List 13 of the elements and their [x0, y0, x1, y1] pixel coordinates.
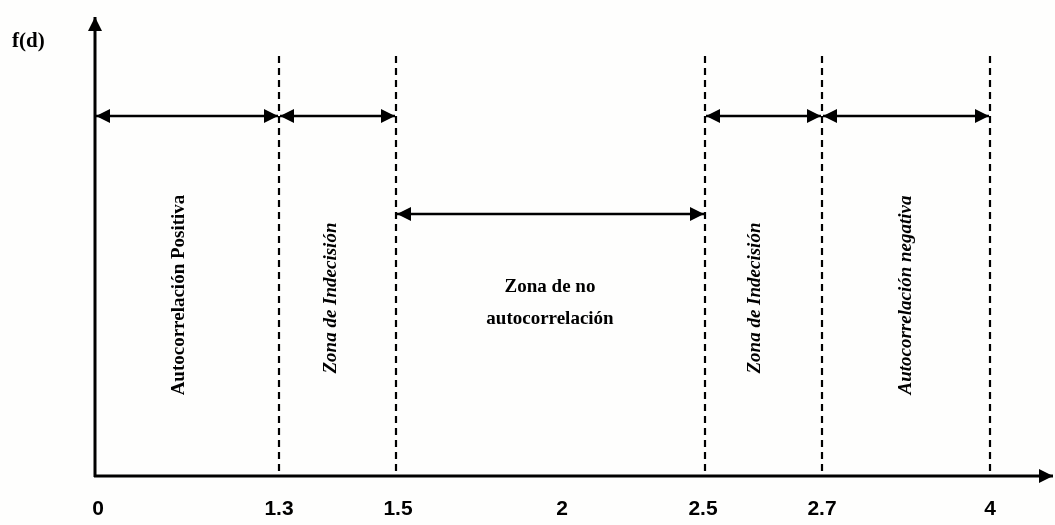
- axis-label: f(d): [12, 28, 45, 53]
- tick-label: 4: [984, 496, 996, 520]
- tick-label: 2: [556, 496, 568, 520]
- tick-label: 2.7: [807, 496, 837, 520]
- tick-label: 1.5: [383, 496, 413, 520]
- zone-label: Zona de Indecisión: [742, 221, 765, 376]
- zone-label: Autocorrelación negativa: [893, 194, 916, 398]
- tick-label: 0: [92, 496, 104, 520]
- tick-label: 2.5: [688, 496, 718, 520]
- zone-label: Zona de Indecisión: [318, 221, 341, 376]
- zone-label: Zona de no autocorrelación: [485, 274, 615, 330]
- tick-label: 1.3: [264, 496, 294, 520]
- zone-label: Autocorrelación Positiva: [166, 193, 189, 398]
